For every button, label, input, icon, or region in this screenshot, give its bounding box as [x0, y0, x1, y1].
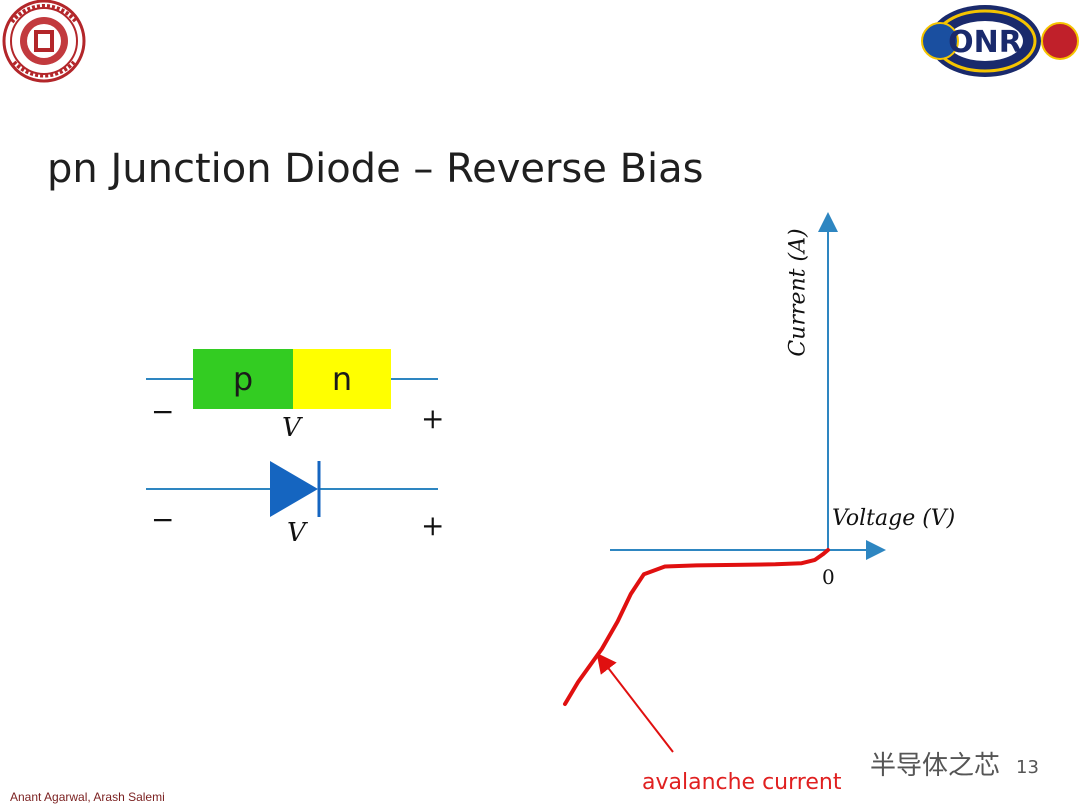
junction-plus: +: [421, 402, 445, 435]
diode-voltage: V: [287, 518, 306, 548]
slide-title: pn Junction Diode – Reverse Bias: [47, 146, 704, 192]
onr-mark: ONR: [948, 25, 1022, 60]
p-region: p: [193, 349, 293, 409]
onr-logo-icon: ONR: [921, 5, 1079, 77]
diode-plus: +: [421, 509, 445, 542]
x-axis-label: Voltage (V): [832, 506, 956, 531]
diode-triangle-icon: [270, 461, 318, 517]
annotation-arrow: [596, 652, 674, 753]
n-label: n: [331, 360, 353, 398]
y-axis-label: Current (A): [785, 228, 811, 357]
watermark: 半导体之芯: [870, 751, 1001, 781]
page-number: 13: [1016, 757, 1039, 778]
avalanche-annotation: avalanche current: [642, 770, 842, 795]
origin-label: 0: [822, 565, 835, 589]
n-region: n: [293, 349, 391, 409]
junction-minus: −: [151, 395, 175, 428]
junction-voltage: V: [282, 413, 301, 443]
diode-minus: −: [151, 503, 175, 536]
iv-curve-series: [563, 548, 830, 706]
p-label: p: [232, 360, 254, 398]
ohio-state-seal-icon: [2, 0, 86, 83]
footer-authors: Anant Agarwal, Arash Salemi: [10, 790, 165, 804]
